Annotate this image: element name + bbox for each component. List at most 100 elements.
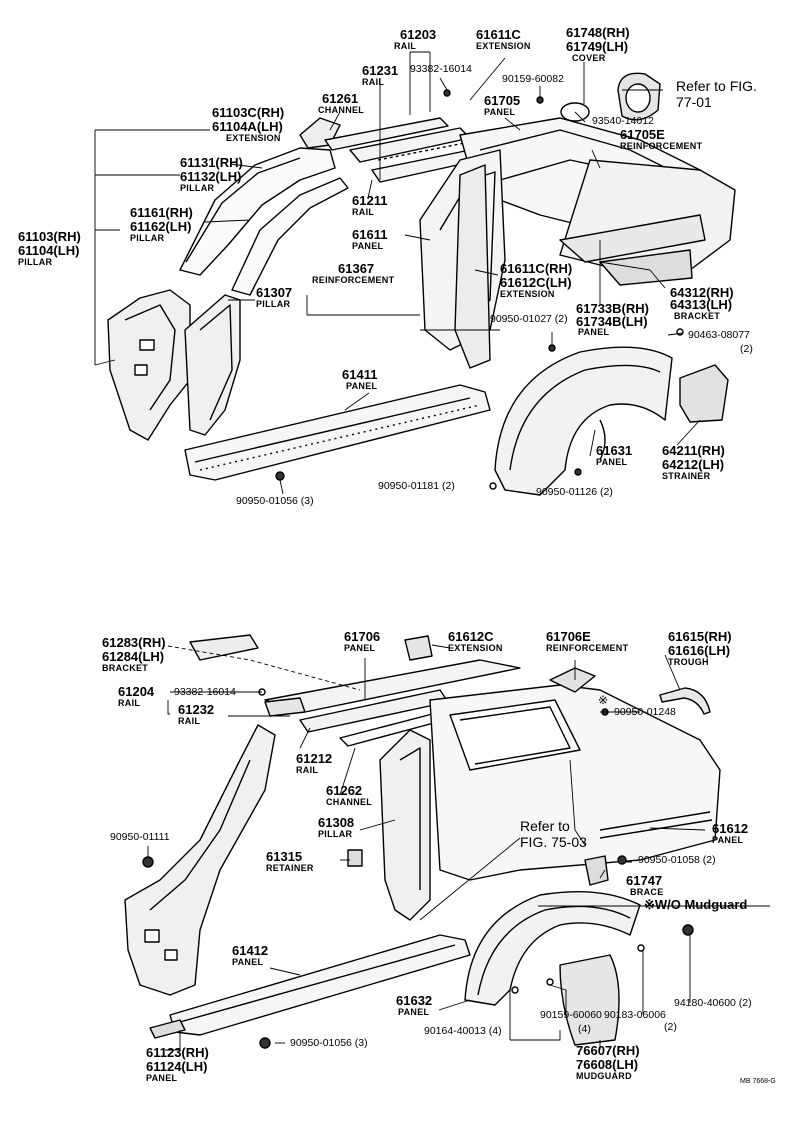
part-number: 61411 <box>342 367 378 382</box>
part-number: 61705 <box>484 93 521 108</box>
mudguard-note: ※W/O Mudguard <box>644 897 748 912</box>
part-number: 61308 <box>318 815 355 830</box>
part-number: 90950-01027 (2) <box>490 313 568 325</box>
part-number: 90950-01126 (2) <box>536 486 613 498</box>
part-number: 61612C <box>448 629 494 644</box>
extension-61612c <box>404 635 433 661</box>
part-name: PANEL <box>352 241 384 251</box>
part-number: 61161(RH) <box>130 205 193 220</box>
part-name: REINFORCEMENT <box>546 643 629 653</box>
extension-61611c <box>454 164 491 369</box>
panel-61632 <box>464 890 641 1006</box>
part-number: 61203 <box>400 27 437 42</box>
part-name: RAIL <box>352 207 375 217</box>
panel-61631 <box>494 346 673 496</box>
part-number: 61231 <box>362 63 399 78</box>
part-number: 61747 <box>626 873 663 888</box>
part-number: 61632 <box>396 993 433 1008</box>
part-number: 61706 <box>344 629 381 644</box>
part-number: 61612 <box>712 821 749 836</box>
part-number: (4) <box>578 1023 591 1035</box>
panel-61123-piece <box>149 1019 186 1039</box>
part-name: RAIL <box>394 41 417 51</box>
part-name: PANEL <box>346 381 378 391</box>
part-number: 61162(LH) <box>130 219 192 234</box>
part-name: STRAINER <box>662 471 711 481</box>
part-number: 61123(RH) <box>146 1045 209 1060</box>
part-number: 61733B(RH) <box>576 301 649 316</box>
pillar-61131 <box>179 147 336 276</box>
part-name: RAIL <box>362 77 385 87</box>
part-number: 61124(LH) <box>146 1059 208 1074</box>
part-name: REINFORCEMENT <box>312 275 395 285</box>
part-name: PANEL <box>146 1073 178 1083</box>
part-number: 64312(RH) <box>670 285 734 300</box>
part-number: 61611C <box>476 27 521 42</box>
top-assembly <box>107 72 736 496</box>
part-number: 90950-01056 (3) <box>236 495 314 507</box>
part-number: 90950-01056 (3) <box>290 1037 368 1049</box>
part-number: 61612C(LH) <box>500 275 572 290</box>
part-number: 61132(LH) <box>180 169 242 184</box>
part-number: 61307 <box>256 285 293 300</box>
part-number: 90164-40013 (4) <box>424 1025 502 1037</box>
part-name: TROUGH <box>668 657 709 667</box>
part-number: 93382-16014 <box>174 686 236 698</box>
reinforcement-61706e <box>549 667 596 693</box>
retainer-61315 <box>347 849 363 867</box>
pillar-61103 <box>107 289 191 441</box>
panel-61411 <box>184 384 491 481</box>
part-number: 76607(RH) <box>576 1043 640 1058</box>
note-marker: ※ <box>598 693 609 707</box>
part-name: RAIL <box>296 765 319 775</box>
part-number: 61611 <box>352 227 388 242</box>
part-number: 90463-08077 <box>688 329 750 341</box>
part-name: BRACKET <box>102 663 149 673</box>
panel-61412 <box>169 934 471 1036</box>
part-number: 61615(RH) <box>668 629 732 644</box>
part-name: EXTENSION <box>226 133 281 143</box>
part-name: PILLAR <box>180 183 215 193</box>
pillar-61161 <box>231 177 349 296</box>
part-name: PANEL <box>344 643 376 653</box>
part-name: PILLAR <box>130 233 165 243</box>
part-name: CHANNEL <box>326 797 373 807</box>
part-name: PANEL <box>712 835 744 845</box>
part-name: EXTENSION <box>448 643 503 653</box>
part-number: 61103(RH) <box>18 229 81 244</box>
part-name: PILLAR <box>18 257 53 267</box>
channel-61261 <box>324 117 449 151</box>
part-name: BRACKET <box>674 311 721 321</box>
rail-61204 <box>264 697 306 717</box>
bracket-61283 <box>189 634 259 661</box>
part-number: 61284(LH) <box>102 649 165 664</box>
part-number: 93540-14012 <box>592 115 654 127</box>
part-name: EXTENSION <box>500 289 555 299</box>
reference-note-bottom: Refer to FIG. 75-03 <box>520 818 587 850</box>
brace-61747 <box>584 855 609 886</box>
part-name: CHANNEL <box>318 105 365 115</box>
part-number: 90159-60060 <box>540 1009 602 1021</box>
part-name: COVER <box>572 53 606 63</box>
part-name: PANEL <box>232 957 264 967</box>
bottom-assembly <box>124 634 721 1049</box>
part-number: 90950-01058 (2) <box>638 854 716 866</box>
part-number: 76608(LH) <box>576 1057 639 1072</box>
part-number: 64212(LH) <box>662 457 725 472</box>
part-number: 94180-40600 (2) <box>674 997 752 1009</box>
part-number: 90950-01181 (2) <box>378 480 455 492</box>
part-name: RETAINER <box>266 863 314 873</box>
strainer-64211 <box>679 364 729 423</box>
part-number: 90159-60082 <box>502 73 564 85</box>
part-name: PANEL <box>484 107 516 117</box>
part-name: PILLAR <box>256 299 291 309</box>
part-number: 90183-06006 <box>604 1009 666 1021</box>
part-name: MUDGUARD <box>576 1071 632 1081</box>
leader-lines-bottom <box>147 644 770 1051</box>
pillar-61123 <box>124 724 276 996</box>
quarter-window <box>449 699 581 771</box>
part-number: 64211(RH) <box>662 443 725 458</box>
part-name: PANEL <box>578 327 610 337</box>
part-number: 61104A(LH) <box>212 119 283 134</box>
part-name: RAIL <box>118 698 141 708</box>
